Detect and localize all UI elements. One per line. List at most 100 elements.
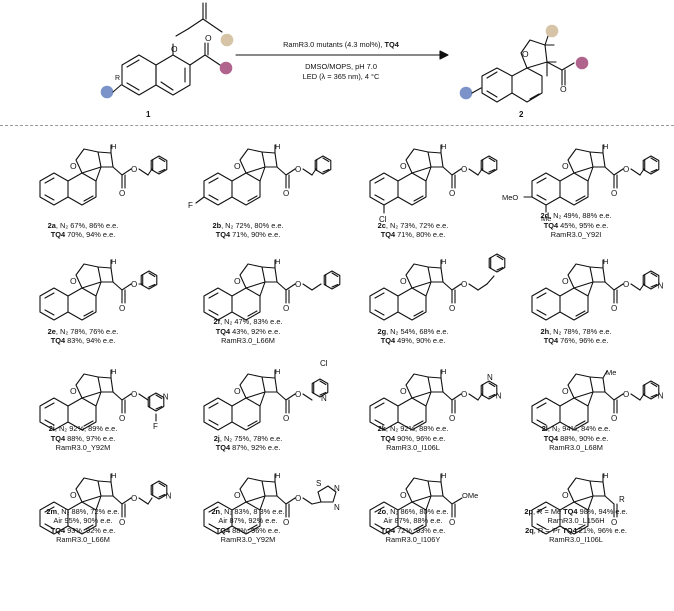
hydrogen-label: H (603, 471, 608, 480)
label-line: 2k, N₂ 92%, 88% e.e. (333, 424, 493, 434)
nitrogen-label: N (166, 492, 172, 501)
label-2o: 2o, N₂ 86%, 80% e.e.Air 87%, 88% e.e.TQ4… (333, 507, 493, 545)
value-text: , N₂ 75%, 78% e.e. (219, 433, 283, 443)
label-line: RamR3.0_Y92M (3, 443, 163, 453)
carbonyl-oxygen: O (283, 304, 289, 313)
fluoro-label: F (188, 201, 193, 210)
label-line: 2c, N₂ 73%, 72% e.e. (333, 221, 493, 231)
ring-oxygen: O (562, 490, 569, 500)
label-line: 2a, N₂ 67%, 86% e.e. (3, 221, 163, 231)
label-line: RamR3.0_L156H (496, 516, 656, 526)
ester-oxygen: O (131, 280, 137, 289)
label-line: RamR3.0_L66M (3, 535, 163, 545)
ring-oxygen: O (562, 161, 569, 171)
value-text: RamR3.0_I106Y (385, 535, 441, 545)
value-text: 71%, 90% e.e. (230, 230, 281, 240)
methoxy-label: MeO (502, 193, 518, 202)
hydrogen-label: H (275, 257, 280, 266)
hydrogen-label: H (603, 257, 608, 266)
hydrogen-label: H (111, 471, 116, 480)
product-alkene-dot (545, 24, 559, 38)
ring-oxygen: O (400, 386, 407, 396)
product-ether-oxygen: O (522, 49, 529, 59)
product-ketone-oxygen: O (560, 84, 567, 94)
carbonyl-oxygen: O (119, 414, 125, 423)
code: TQ4 (50, 433, 66, 443)
carbonyl-oxygen: O (283, 518, 289, 527)
code: 2d (540, 211, 550, 221)
chloro-label: Cl (379, 215, 387, 224)
value-text: , R = Me (532, 506, 564, 516)
value-text: , N₂ 78%, 76% e.e. (55, 326, 119, 336)
code: 2a (47, 220, 56, 230)
ring-oxygen: O (70, 386, 77, 396)
value-text: , N₂ 92%, 89% e.e. (54, 424, 118, 434)
code: TQ4 (563, 506, 578, 516)
ketone-oxygen: O (205, 33, 212, 43)
hydrogen-label: H (441, 367, 446, 376)
label-line: TQ4 71%, 80% e.e. (333, 230, 493, 240)
ring-oxygen: O (70, 490, 77, 500)
code: TQ4 (50, 336, 66, 346)
nitrogen-label: N (321, 394, 327, 403)
hydrogen-label: H (441, 142, 446, 151)
nitrogen-label: N (658, 282, 664, 291)
fluoro-label: F (153, 422, 158, 431)
code: 2n (211, 506, 221, 516)
code: 2l (541, 424, 548, 434)
label-2l: 2l, N₂ 94%, 84% e.e.TQ4 88%, 90% e.e.Ram… (496, 424, 656, 453)
ester-oxygen: O (295, 280, 301, 289)
hydrogen-label: H (275, 142, 280, 151)
naphthyl-substituent-dot (100, 85, 114, 99)
ring-oxygen: O (70, 276, 77, 286)
code: 2f (213, 317, 221, 327)
label-line: 2o, N₂ 86%, 80% e.e. (333, 507, 493, 517)
ring-oxygen: O (234, 386, 241, 396)
ketone-substituent-dot (219, 61, 233, 75)
hydrogen-label: H (603, 142, 608, 151)
nitrogen-label: N (487, 373, 493, 382)
ester-oxygen: O (461, 280, 467, 289)
label-line: TQ4 88%, 96% e.e. (168, 526, 328, 536)
ester-oxygen: O (461, 390, 467, 399)
ester-oxygen: O (131, 494, 137, 503)
value-text: , N₂ 72%, 80% e.e. (221, 220, 284, 230)
value-text: 49%, 90% e.e. (395, 336, 446, 346)
value-text: 88%, 90% e.e. (558, 433, 609, 443)
ring-oxygen: O (234, 161, 241, 171)
code: 2g (377, 326, 387, 336)
label-line: RamR3.0_L68M (496, 443, 656, 453)
carbonyl-oxygen: O (119, 518, 125, 527)
ring-oxygen: O (400, 276, 407, 286)
label-2a: 2a, N₂ 67%, 86% e.e.TQ4 70%, 94% e.e. (3, 221, 163, 240)
code: TQ4 (543, 220, 559, 230)
label-line: 2h, N₂ 78%, 78% e.e. (496, 327, 656, 337)
code: TQ4 (215, 525, 231, 535)
code: 2e (47, 326, 56, 336)
value-text: Air 95%, 90% e.e. (53, 516, 113, 526)
code: TQ4 (380, 525, 396, 535)
carbonyl-oxygen: O (611, 304, 617, 313)
code: 2c (377, 220, 386, 230)
hydrogen-label: H (111, 142, 116, 151)
value-text: 76%, 96% e.e. (558, 336, 609, 346)
label-2i: 2i, N₂ 92%, 89% e.e.TQ4 88%, 97% e.e.Ram… (3, 424, 163, 453)
R-group-label: R (619, 495, 625, 504)
sulfur-label: S (316, 479, 321, 488)
compound-2-label: 2 (519, 110, 524, 119)
label-line: TQ4 87%, 92% e.e. (168, 443, 328, 453)
code: 2m (46, 506, 58, 516)
code: TQ4 (215, 230, 231, 240)
starting-material-1: O O O O R (100, 2, 589, 103)
label-line: 2d, N₂ 49%, 88% e.e. (496, 211, 656, 221)
label-line: RamR3.0_I106L (496, 535, 656, 545)
label-2d: 2d, N₂ 49%, 88% e.e.TQ4 45%, 95% e.e.Ram… (496, 211, 656, 240)
ether-oxygen: O (171, 44, 178, 54)
value-text: Air 87%, 88% e.e. (383, 516, 443, 526)
conditions-line-2: DMSO/MOPS, pH 7.0 (305, 62, 377, 71)
code: TQ4 (215, 443, 231, 453)
